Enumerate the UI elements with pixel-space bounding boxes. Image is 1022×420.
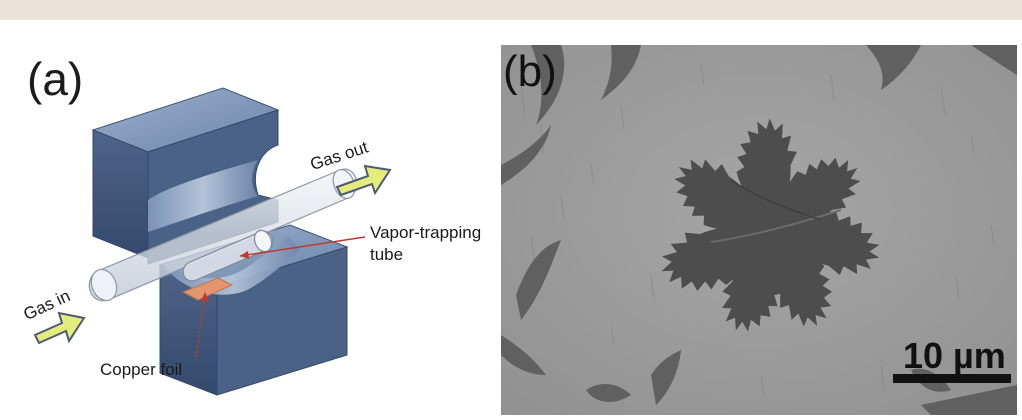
graphene-star-crystal (650, 116, 886, 340)
scale-bar (893, 374, 1011, 383)
background-graphene-fragments (501, 45, 1017, 415)
sem-micrograph (501, 45, 1017, 415)
copper-foil-label: Copper foil (100, 360, 183, 379)
copper-pointer-line (195, 292, 206, 359)
vapor-trapping-tube-label: Vapor-trapping tube (370, 222, 481, 266)
vapor-label-line1: Vapor-trapping (370, 223, 482, 242)
vapor-label-line2: tube (370, 245, 404, 264)
scale-bar-label: 10 µm (903, 335, 1006, 376)
copper-foil (181, 277, 234, 301)
vapor-pointer-line (239, 236, 366, 257)
copper-surface-texture (520, 64, 995, 396)
gas-out-arrow (335, 164, 392, 197)
panel-a-label: (a) (27, 53, 84, 105)
sem-image-svg (501, 45, 1017, 415)
vapor-pointer-arrowhead (240, 251, 249, 259)
cvd-furnace-schematic (33, 87, 392, 396)
panel-b-label: (b) (503, 47, 557, 96)
copper-pointer-arrowhead (201, 292, 209, 301)
top-band (0, 0, 1022, 20)
gas-in-arrow (33, 311, 86, 345)
